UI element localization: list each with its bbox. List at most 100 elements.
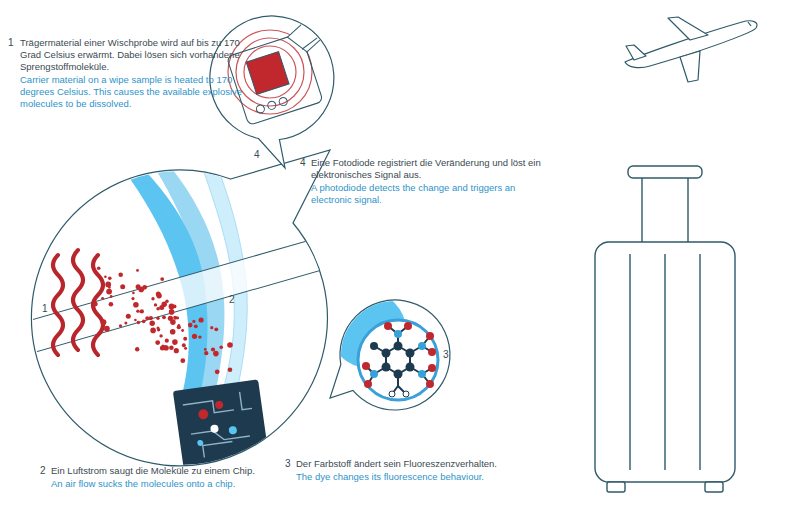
dye-molecule	[382, 349, 391, 358]
dye-molecule	[389, 391, 395, 397]
molecule-dot	[136, 284, 141, 289]
german-caption: Trägermaterial einer Wischprobe wird auf…	[20, 37, 248, 73]
molecule-dot	[156, 307, 160, 311]
english-caption: Carrier material on a wipe sample is hea…	[20, 74, 248, 110]
dye-molecule	[382, 363, 391, 372]
molecule-dot	[181, 329, 184, 332]
english-caption: The dye changes its fluorescence behavio…	[296, 471, 576, 483]
explosive-molecules	[93, 267, 233, 375]
molecule-dot	[192, 334, 197, 339]
molecule-dot	[150, 321, 155, 326]
photodiode-device	[224, 16, 344, 125]
photodiode-device	[246, 52, 289, 95]
dye-molecule	[394, 342, 403, 351]
callout-number: 4	[300, 157, 306, 169]
molecule-dot	[169, 309, 175, 315]
molecule-dot	[180, 358, 185, 363]
dye-molecule	[389, 391, 409, 397]
molecule-dot	[170, 329, 176, 335]
photodiode-device	[244, 46, 296, 98]
molecule-dot	[159, 334, 162, 337]
photodiode-device	[284, 16, 328, 56]
heat-waves	[73, 250, 83, 350]
airplane	[748, 22, 751, 26]
dye-molecule	[426, 380, 434, 388]
molecule-dot	[160, 277, 164, 281]
dye-molecule	[426, 332, 434, 340]
molecule-dot	[156, 292, 161, 297]
dye-molecule	[428, 364, 436, 372]
dye-molecule	[370, 342, 378, 350]
molecule-dot	[198, 335, 201, 338]
dye-molecule	[366, 326, 432, 394]
dye-molecule	[406, 349, 415, 358]
callout-number: 3	[443, 349, 449, 361]
suitcase	[642, 178, 688, 242]
photodiode-device	[236, 38, 304, 106]
dye-molecule	[394, 370, 403, 379]
suitcase	[628, 166, 702, 178]
molecule-dot	[142, 320, 146, 324]
airplane	[625, 17, 757, 82]
molecule-dot	[210, 326, 213, 329]
molecule-dot	[106, 289, 112, 295]
molecule-dot	[120, 284, 125, 289]
heating-scene	[12, 160, 348, 476]
photodiode-device	[255, 104, 265, 114]
dye-molecule	[370, 370, 378, 378]
german-caption: Eine Fotodiode registriert die Veränderu…	[311, 157, 543, 181]
molecule-dot	[110, 295, 113, 298]
molecule-dot	[140, 309, 144, 313]
molecule-dot	[93, 302, 98, 307]
molecule-dot	[176, 317, 179, 320]
molecule-dot	[162, 315, 166, 319]
molecule-dot	[109, 302, 114, 307]
molecule-dot	[132, 292, 135, 295]
suitcase	[595, 242, 735, 482]
dye-molecule	[404, 322, 412, 330]
dye-molecule	[384, 322, 392, 330]
molecule-dot	[101, 319, 107, 325]
callout-number: 2	[229, 294, 235, 306]
dye-molecule	[330, 292, 438, 400]
molecule-dot	[134, 319, 137, 322]
molecule-dot	[136, 310, 139, 313]
molecule-dot	[101, 297, 104, 300]
molecule-dot	[215, 369, 220, 374]
photodiode-device	[224, 16, 344, 125]
molecule-dot	[184, 347, 187, 350]
dye-molecule	[366, 326, 432, 394]
callout-number: 2	[40, 465, 46, 477]
molecule-dot	[214, 327, 218, 331]
molecule-dot	[199, 317, 204, 322]
molecule-dot	[149, 316, 153, 320]
molecule-dot	[139, 310, 142, 313]
dye-molecule	[364, 380, 372, 388]
sensor-chip	[215, 400, 224, 409]
molecule-dot	[204, 351, 208, 355]
molecule-dot	[204, 348, 207, 351]
heat-waves	[53, 255, 63, 355]
wipe-strip	[12, 232, 348, 356]
molecule-dot	[145, 316, 149, 320]
suitcase	[607, 482, 625, 492]
heat-waves	[53, 250, 103, 355]
dye-molecule	[370, 330, 426, 378]
molecule-dot	[97, 267, 101, 271]
molecule-dot	[131, 297, 134, 300]
dye-molecule	[394, 330, 402, 338]
molecule-dot	[126, 314, 131, 319]
heat-waves	[93, 255, 103, 355]
molecule-dot	[178, 324, 181, 327]
callout-number: 4	[254, 149, 260, 161]
dye-molecule	[362, 322, 436, 388]
sensor-chip	[210, 424, 219, 433]
molecule-dot	[157, 326, 160, 329]
sensor-chip	[197, 440, 204, 447]
molecule-dot	[192, 320, 195, 323]
molecule-dot	[165, 339, 169, 343]
photodiode-device	[278, 97, 288, 107]
sensor-chip	[198, 409, 209, 420]
dye-molecule	[370, 342, 415, 379]
molecule-dot	[194, 324, 198, 328]
